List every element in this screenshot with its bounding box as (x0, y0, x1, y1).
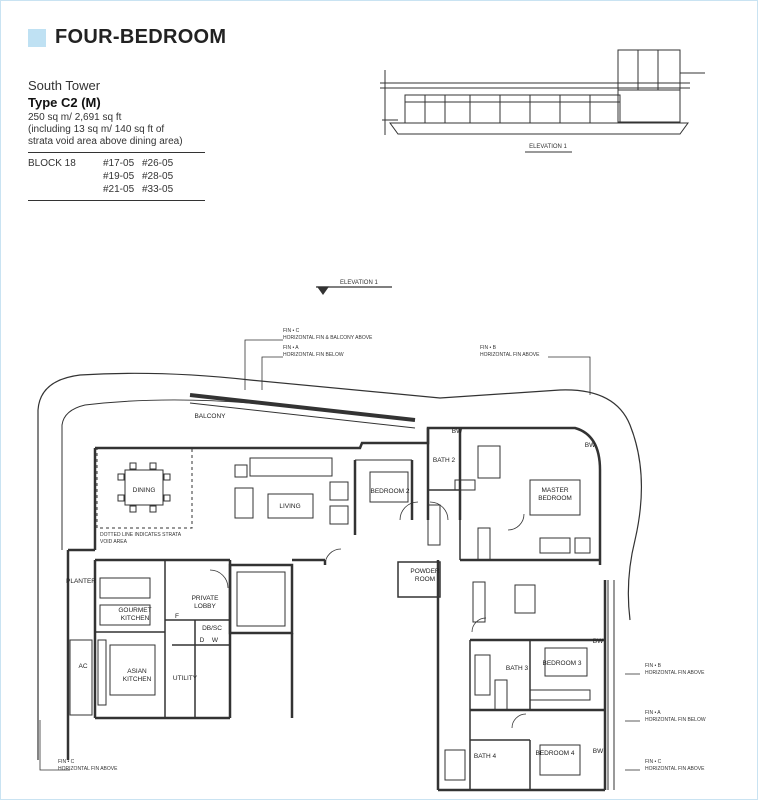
room-label-ac: AC (78, 663, 87, 670)
tower-name: South Tower (28, 78, 101, 93)
callout-tag: FIN • B (480, 345, 497, 351)
unit-number: #26-05 (142, 158, 174, 169)
glazing-band (404, 94, 621, 124)
divider (28, 152, 205, 153)
courtyard (228, 563, 294, 635)
elevation-drawing: ELEVATION 1 (380, 49, 705, 153)
area-line: strata void area above dining area) (28, 136, 183, 147)
slab-edge (37, 372, 643, 760)
room-label-asian-kitchen: ASIAN (127, 668, 147, 675)
void-note: VOID AREA (100, 539, 128, 545)
title-accent-swatch (28, 29, 46, 47)
callout-text: HORIZONTAL FIN & BALCONY ABOVE (283, 335, 373, 341)
room-label-utility: UTILITY (173, 675, 198, 682)
room-label-private-lobby: PRIVATE (192, 595, 220, 602)
unit-number: #19-05 (103, 171, 135, 182)
strata-void-outline (96, 447, 193, 529)
room-label-living: LIVING (279, 503, 300, 510)
room-label-bedroom-4: BEDROOM 4 (535, 750, 574, 757)
room-label-powder-room: POWDER (410, 568, 440, 575)
callout-text: HORIZONTAL FIN ABOVE (58, 766, 118, 772)
area-line: 250 sq m/ 2,691 sq ft (28, 112, 122, 123)
room-label-powder-room: ROOM (415, 576, 435, 583)
callout-tag: FIN • A (645, 710, 661, 716)
callout-tag: FIN • B (645, 663, 662, 669)
room-label-d: D (200, 637, 205, 644)
unit-number: #28-05 (142, 171, 174, 182)
room-label-master-bedroom: BEDROOM (538, 495, 572, 502)
elevation-marker-label: ELEVATION 1 (340, 280, 378, 286)
unit-type: Type C2 (M) (28, 95, 101, 110)
room-label-f: F (175, 613, 179, 620)
callout-tag: FIN • C (58, 759, 75, 765)
divider (28, 200, 205, 201)
room-label-planter: PLANTER (66, 578, 96, 585)
callout-text: HORIZONTAL FIN BELOW (283, 352, 344, 358)
floor-plan: BALCONY DINING LIVING BEDROOM 2 BATH 2 M… (37, 280, 706, 792)
unit-number: #17-05 (103, 158, 135, 169)
room-label-gourmet-kitchen: KITCHEN (121, 615, 150, 622)
callout-tag: FIN • C (283, 328, 300, 334)
area-line: (including 13 sq m/ 140 sq ft of (28, 124, 165, 135)
room-label-master-bedroom: MASTER (541, 487, 568, 494)
callout-text: HORIZONTAL FIN ABOVE (645, 670, 705, 676)
unit-number: #21-05 (103, 184, 135, 195)
callout-tag: FIN • C (645, 759, 662, 765)
callout-text: HORIZONTAL FIN ABOVE (480, 352, 540, 358)
room-label-bw: BW (585, 442, 596, 449)
elevation-label: ELEVATION 1 (529, 144, 567, 150)
room-label-bedroom-2: BEDROOM 2 (370, 488, 409, 495)
room-label-asian-kitchen: KITCHEN (123, 676, 152, 683)
room-label-bedroom-3: BEDROOM 3 (542, 660, 581, 667)
void-note: DOTTED LINE INDICATES STRATA (100, 532, 182, 538)
block-label: BLOCK 18 (28, 158, 76, 169)
room-label-balcony: BALCONY (194, 413, 226, 420)
balcony-rail (189, 393, 416, 422)
callout-text: HORIZONTAL FIN ABOVE (645, 766, 705, 772)
room-label-bath-4: BATH 4 (474, 753, 497, 760)
room-label-db-sc: DB/SC (202, 625, 222, 632)
room-label-w: W (212, 637, 219, 644)
callout-tag: FIN • A (283, 345, 299, 351)
room-label-private-lobby: LOBBY (194, 603, 216, 610)
room-label-bath-2: BATH 2 (433, 457, 456, 464)
room-label-dining: DINING (133, 487, 156, 494)
room-label-bw: BW (593, 638, 604, 645)
room-label-bath-3: BATH 3 (506, 665, 529, 672)
callout-text: HORIZONTAL FIN BELOW (645, 717, 706, 723)
room-label-gourmet-kitchen: GOURMET (118, 607, 151, 614)
slab (389, 122, 689, 135)
room-label-bw: BW (593, 748, 604, 755)
exterior-wall (95, 426, 602, 565)
elevation-marker-arrow (316, 286, 330, 296)
unit-number: #33-05 (142, 184, 174, 195)
page-title: FOUR-BEDROOM (55, 26, 227, 48)
room-label-bw: BW (452, 428, 463, 435)
tower-block (617, 49, 681, 91)
